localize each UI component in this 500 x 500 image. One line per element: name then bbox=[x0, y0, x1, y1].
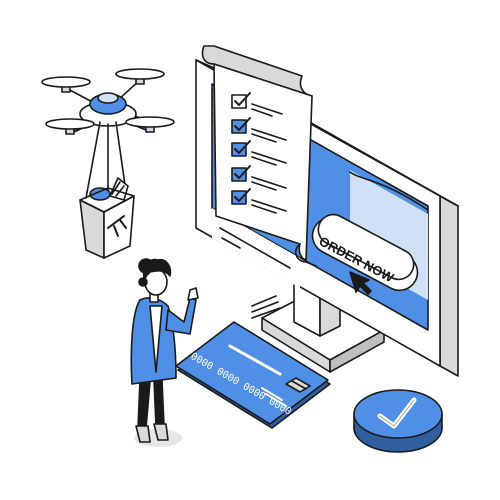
checklist-icon bbox=[201, 45, 317, 267]
checklist-row-4 bbox=[231, 165, 287, 191]
credit-card-icon: 0000 0000 0000 0000 bbox=[175, 321, 331, 429]
drone-icon bbox=[41, 68, 175, 199]
checklist-row-5 bbox=[231, 188, 287, 214]
cursor-icon bbox=[349, 271, 372, 295]
propeller-front-right bbox=[115, 68, 165, 85]
checkmark-badge-icon bbox=[353, 389, 443, 453]
propeller-back-left bbox=[45, 118, 95, 135]
delivery-bag-icon bbox=[79, 177, 135, 259]
checklist-row-3 bbox=[231, 140, 287, 166]
customer-figure bbox=[130, 258, 199, 447]
checklist-row-1 bbox=[231, 92, 283, 117]
propeller-front-left bbox=[41, 76, 91, 93]
checklist-row-2 bbox=[231, 117, 287, 143]
propeller-back-right bbox=[125, 116, 175, 133]
